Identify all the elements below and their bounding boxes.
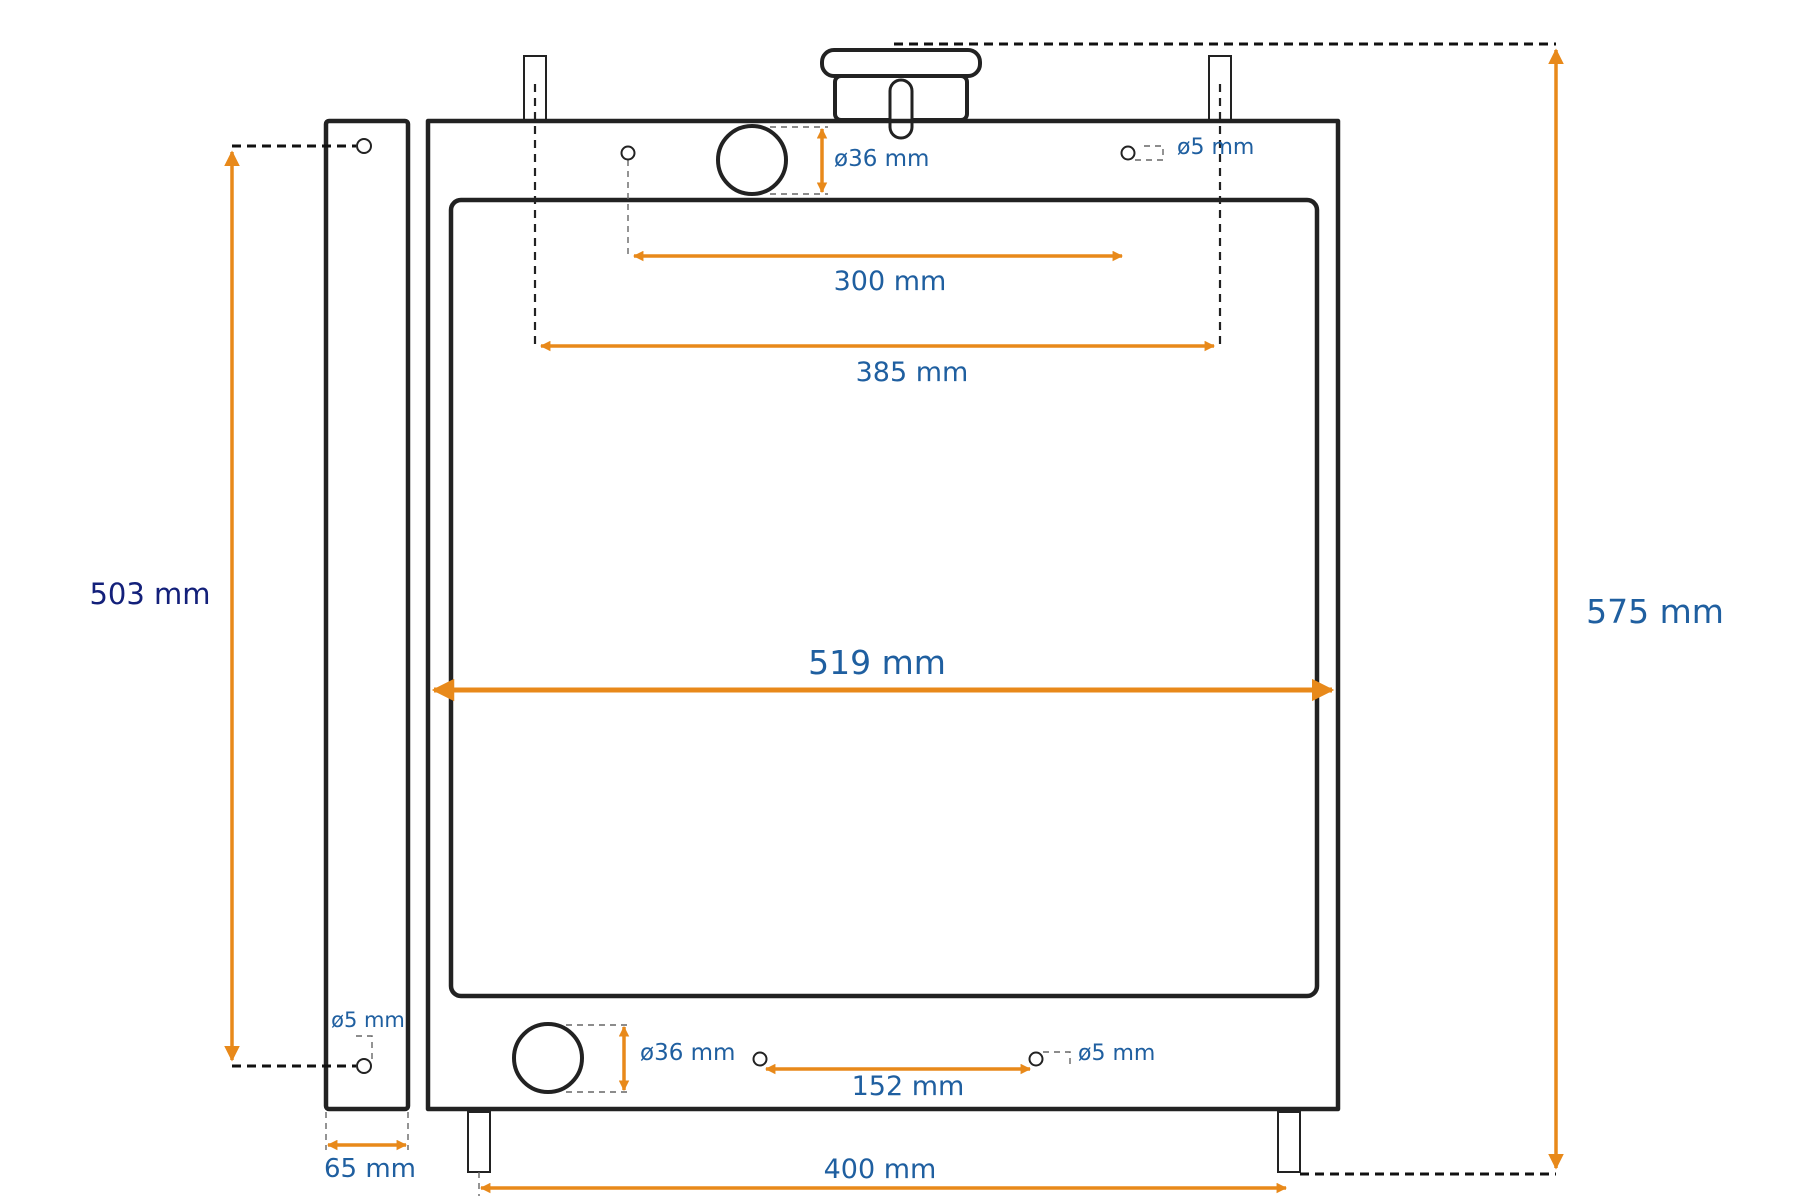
bottom-left-hole — [752, 1051, 768, 1067]
top-pipe — [716, 124, 788, 196]
cap-top — [820, 48, 982, 78]
bottom-right-hole — [1028, 1051, 1044, 1067]
overall-height-dimension: 575 mm — [894, 42, 1724, 1176]
side-hole-diameter-label: ø5 mm — [331, 1008, 405, 1032]
filler-cap — [820, 48, 982, 140]
side-bottom-hole — [356, 1058, 372, 1074]
bottom-pipe — [512, 1022, 584, 1094]
bottom-pipe-diameter-label: ø36 mm — [640, 1040, 735, 1066]
front-view: ø36 mm ø5 mm 300 mm 385 mm 519 mm ø36 mm… — [425, 48, 1341, 1196]
top-pipe-diameter-label: ø36 mm — [834, 146, 929, 172]
side-height-label: 503 mm — [89, 577, 210, 611]
top-left-hole — [620, 145, 636, 161]
bottom-right-pin — [1277, 1111, 1301, 1173]
radiator-core — [448, 197, 1320, 999]
bottom-holes-spacing-label: 152 mm — [852, 1071, 965, 1102]
bottom-pins-spacing-label: 400 mm — [824, 1154, 937, 1185]
bottom-left-pin — [467, 1111, 491, 1173]
side-view: 503 mm ø5 mm 65 mm — [89, 118, 416, 1184]
core-width-label: 519 mm — [808, 643, 946, 682]
bottom-right-hole-label: ø5 mm — [1078, 1041, 1155, 1066]
bottom-right-hole-leader — [1043, 1051, 1071, 1064]
top-holes-spacing-label: 300 mm — [834, 266, 947, 297]
side-panel — [323, 118, 411, 1112]
top-right-hole-label: ø5 mm — [1177, 135, 1254, 160]
radiator-frame — [425, 118, 1341, 1112]
side-top-hole — [356, 138, 372, 154]
side-hole-leader — [356, 1035, 373, 1060]
side-depth-label: 65 mm — [324, 1154, 416, 1184]
overall-height-label: 575 mm — [1586, 592, 1724, 631]
top-right-hole-leader — [1135, 145, 1164, 161]
top-right-hole — [1120, 145, 1136, 161]
top-pins-spacing-label: 385 mm — [856, 357, 969, 388]
overflow-tube — [888, 78, 914, 140]
